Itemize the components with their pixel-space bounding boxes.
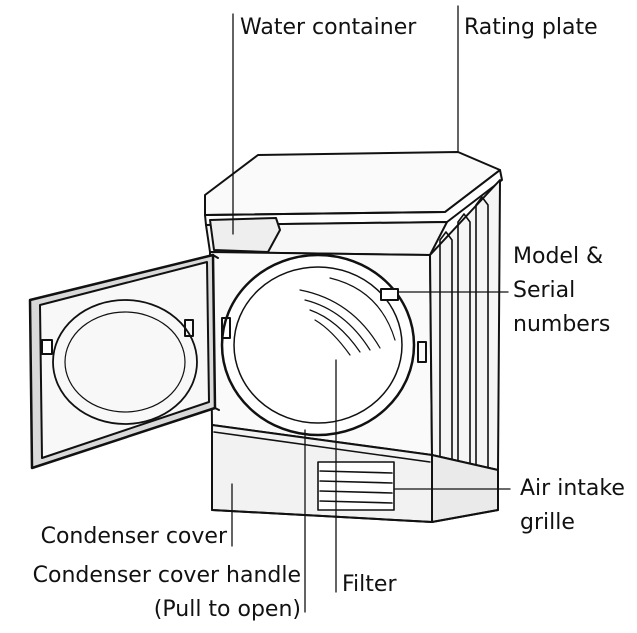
air-intake-grille <box>317 461 395 511</box>
plinth-top-edge <box>213 431 431 463</box>
cabinet-hinge-top <box>221 317 231 339</box>
drum-opening-inner <box>233 266 403 424</box>
label-air-intake-line1: Air intake <box>520 476 625 501</box>
label-water-container: Water container <box>240 15 417 40</box>
door-edge <box>212 254 219 259</box>
water-container-drawer <box>209 217 281 253</box>
cabinet-hinge-right <box>417 341 427 363</box>
label-model-serial-line3: numbers <box>513 312 611 337</box>
label-condenser-handle-line2: (Pull to open) <box>153 597 301 622</box>
leader-lines <box>231 5 511 613</box>
door-glass <box>52 299 198 425</box>
door-latch <box>41 339 53 355</box>
label-filter: Filter <box>342 572 397 597</box>
top-panel <box>204 151 501 216</box>
door-glass-inner <box>64 311 186 413</box>
label-rating-plate: Rating plate <box>464 15 598 40</box>
plinth-bottom <box>211 509 499 523</box>
drum-opening-outer <box>220 253 416 437</box>
model-serial-plate <box>380 288 399 301</box>
door-edge-bottom <box>214 407 220 411</box>
label-condenser-cover: Condenser cover <box>40 524 227 549</box>
label-model-serial-line1: Model & <box>513 244 604 269</box>
drum-ribs <box>299 277 396 356</box>
label-condenser-handle-line1: Condenser cover handle <box>32 563 301 588</box>
label-air-intake-line2: grille <box>520 510 575 535</box>
door-hinge-clip <box>184 319 194 337</box>
label-model-serial-line2: Serial <box>513 278 576 303</box>
